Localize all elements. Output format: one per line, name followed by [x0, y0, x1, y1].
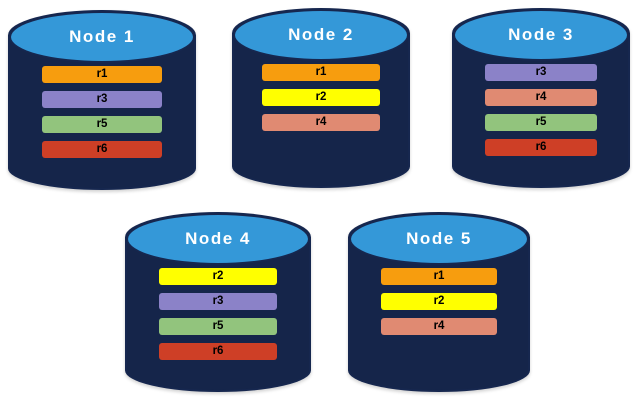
record-bar-r1[interactable]: r1: [262, 64, 380, 81]
cylinder-top-icon: Node 2: [233, 9, 409, 61]
record-bar-r2[interactable]: r2: [381, 293, 497, 310]
record-list: r3 r4 r5 r6: [452, 64, 630, 156]
record-list: r1 r2 r4: [232, 64, 410, 131]
record-bar-r3[interactable]: r3: [42, 91, 162, 108]
cylinder-top-icon: Node 4: [126, 213, 310, 265]
record-bar-r6[interactable]: r6: [485, 139, 597, 156]
record-list: r2 r3 r5 r6: [125, 268, 311, 360]
node-title: Node 4: [185, 229, 251, 248]
record-bar-r1[interactable]: r1: [381, 268, 497, 285]
record-list: r1 r2 r4: [348, 268, 530, 335]
record-bar-r3[interactable]: r3: [159, 293, 277, 310]
record-bar-r6[interactable]: r6: [159, 343, 277, 360]
cylinder-top-icon: Node 3: [453, 9, 629, 61]
record-bar-r5[interactable]: r5: [485, 114, 597, 131]
node-title: Node 5: [406, 229, 472, 248]
record-list: r1 r3 r5 r6: [8, 66, 196, 158]
record-bar-r2[interactable]: r2: [159, 268, 277, 285]
record-bar-r1[interactable]: r1: [42, 66, 162, 83]
database-node-1[interactable]: Node 1 r1 r3 r5 r6: [8, 10, 196, 190]
database-node-5[interactable]: Node 5 r1 r2 r4: [348, 212, 530, 392]
record-bar-r5[interactable]: r5: [42, 116, 162, 133]
database-node-3[interactable]: Node 3 r3 r4 r5 r6: [452, 8, 630, 188]
record-bar-r6[interactable]: r6: [42, 141, 162, 158]
cylinder-top-icon: Node 5: [349, 213, 529, 265]
record-bar-r4[interactable]: r4: [262, 114, 380, 131]
record-bar-r3[interactable]: r3: [485, 64, 597, 81]
database-node-4[interactable]: Node 4 r2 r3 r5 r6: [125, 212, 311, 392]
record-bar-r4[interactable]: r4: [381, 318, 497, 335]
node-title: Node 1: [69, 27, 135, 46]
record-bar-r5[interactable]: r5: [159, 318, 277, 335]
record-bar-r4[interactable]: r4: [485, 89, 597, 106]
database-node-2[interactable]: Node 2 r1 r2 r4: [232, 8, 410, 188]
record-bar-r2[interactable]: r2: [262, 89, 380, 106]
node-title: Node 3: [508, 25, 574, 44]
node-title: Node 2: [288, 25, 354, 44]
cylinder-top-icon: Node 1: [9, 11, 195, 63]
